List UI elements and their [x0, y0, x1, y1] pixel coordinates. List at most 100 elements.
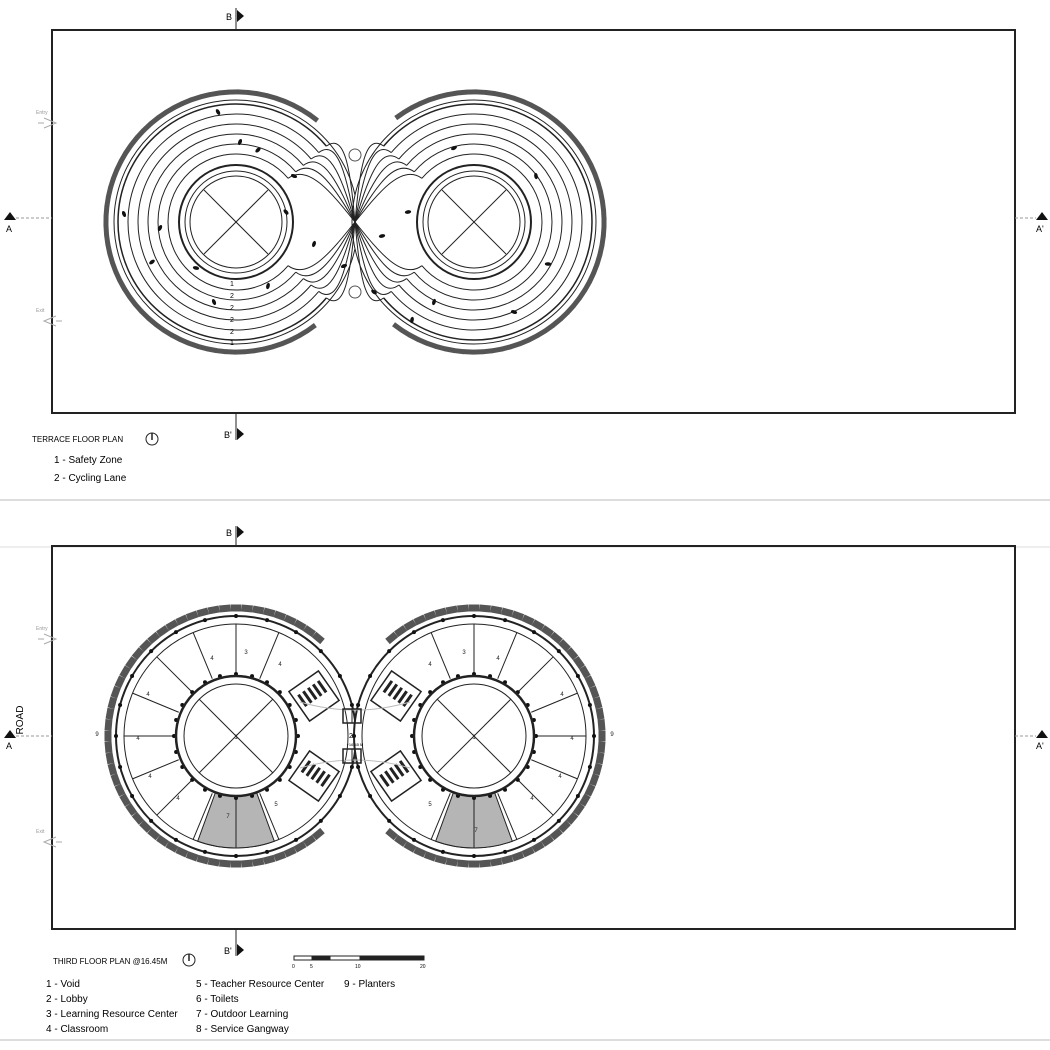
cyclist-icon [404, 210, 412, 214]
column [575, 674, 580, 678]
north-arrow-icon [182, 953, 196, 967]
legend: 1 - Void 2 - Lobby 3 - Learning Resource… [46, 979, 395, 1035]
planter-block [518, 337, 530, 347]
room-number: 4 [148, 774, 152, 780]
planter-block [463, 349, 474, 355]
column [202, 849, 207, 854]
planter-tree [423, 851, 437, 862]
room-partition [430, 632, 451, 679]
planter-block [456, 89, 467, 96]
planter-block [588, 163, 598, 175]
planter-block [573, 138, 584, 150]
planter-tree [107, 762, 118, 776]
planter-tree [302, 834, 316, 847]
section-label: A [6, 224, 12, 234]
column [349, 702, 354, 707]
toilet-fixture [392, 686, 403, 701]
planter-block [161, 327, 174, 338]
legend-item: 1 - Void [46, 979, 80, 990]
planter-tree [403, 841, 417, 853]
planter-tree [592, 696, 603, 710]
toilet-fixture [310, 766, 321, 781]
infinity-cycling-track: 1 2 2 2 2 1 [103, 89, 607, 355]
room-partition [259, 632, 280, 679]
column [587, 702, 592, 707]
section-label: A' [1036, 741, 1044, 751]
cyclist-icon [312, 240, 316, 248]
planter-block [485, 89, 496, 97]
section-marker-a-right: A' [1015, 730, 1048, 751]
lane-number: 2 [230, 317, 234, 324]
track-lane-line [157, 143, 297, 301]
planter-block [118, 151, 129, 163]
planter-tree [219, 604, 231, 613]
svg-text:5: 5 [310, 964, 313, 970]
planter-tree [185, 610, 199, 621]
planter-block [127, 295, 138, 307]
room-number: 7 [226, 814, 230, 820]
column [387, 818, 392, 823]
room-partition [156, 656, 193, 693]
column [532, 630, 536, 635]
plan-title: THIRD FLOOR PLAN @16.45M [53, 957, 168, 966]
planter-block [577, 288, 588, 300]
planter-tree [175, 846, 189, 858]
planter-block [394, 110, 406, 121]
planter-tree [119, 793, 131, 807]
planter-block [446, 90, 458, 98]
room-number: 5 [428, 802, 432, 808]
planter-block [208, 90, 220, 98]
planter-tree [385, 631, 399, 645]
column [149, 818, 154, 823]
planter-block [187, 340, 199, 349]
column [587, 765, 592, 770]
legend-item: 2 - Lobby [46, 994, 88, 1005]
planter-block [473, 349, 484, 355]
planter-tree [139, 820, 152, 833]
column [265, 849, 270, 854]
cyclist-icon [378, 234, 386, 238]
section-label: B [226, 12, 232, 22]
planter-block [280, 337, 292, 347]
planter-tree [479, 604, 491, 613]
planter-tree [175, 614, 189, 626]
svg-text:Exit: Exit [36, 308, 45, 314]
planter-block [402, 105, 414, 115]
planter-block [114, 159, 124, 172]
planter-tree [565, 647, 579, 661]
planter-block [482, 348, 493, 355]
planter-block [425, 340, 437, 349]
planter-tree [500, 854, 514, 865]
exit-arrow: Exit [36, 308, 62, 327]
planter-tree [110, 685, 121, 699]
planter-block [237, 89, 248, 95]
column [234, 614, 238, 618]
legend-item: 7 - Outdoor Learning [196, 1009, 288, 1020]
planter-block [521, 98, 533, 108]
exit-arrow: Exit [36, 829, 62, 848]
planter-tree [119, 665, 131, 679]
planter-tree [131, 811, 145, 825]
column [412, 837, 416, 842]
toilet-block [287, 749, 341, 803]
planter-tree [511, 610, 525, 621]
cyclist-icon [157, 225, 163, 231]
column [118, 765, 123, 770]
building-left [114, 614, 358, 858]
cyclist-icon [410, 316, 414, 324]
planter-tree [589, 685, 600, 699]
planter-tree [457, 859, 469, 868]
level-tag: +16.45 M [347, 742, 364, 747]
planter-tree [252, 605, 265, 615]
planter-tree [293, 841, 307, 853]
planter-block [135, 128, 146, 140]
lane-number: 1 [230, 281, 234, 288]
section-label: B' [224, 946, 232, 956]
planter-block [587, 271, 597, 283]
planter-tree [445, 605, 458, 615]
svg-text:0: 0 [292, 964, 295, 970]
planter-block [512, 95, 524, 104]
planter-block [225, 349, 236, 355]
planter-tree [589, 773, 600, 787]
svg-text:10: 10 [355, 964, 361, 970]
